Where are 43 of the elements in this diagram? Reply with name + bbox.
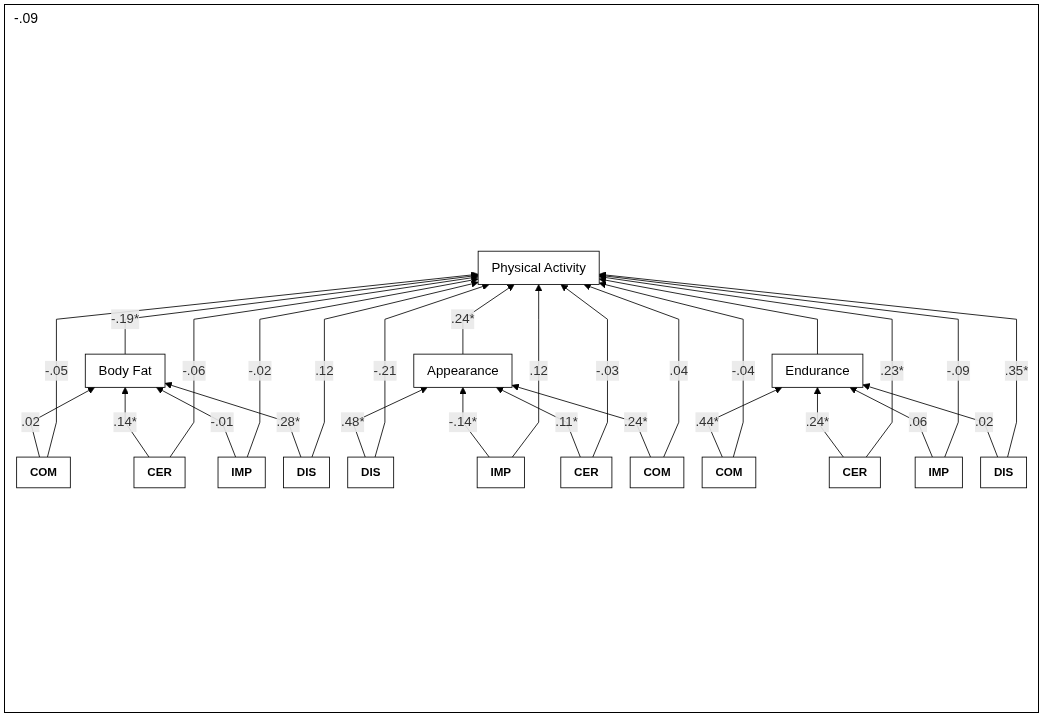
node-box: DIS [980, 456, 1027, 489]
node-box: DIS [347, 456, 395, 489]
edge-label: .28* [276, 414, 301, 429]
edge-label: -.09 [946, 363, 970, 378]
node-box: COM [16, 456, 71, 489]
edge-label: .44* [695, 414, 720, 429]
edge-label: -.01 [210, 414, 234, 429]
node-box: CER [560, 456, 613, 489]
edge-label: -.05 [44, 363, 68, 378]
node-box: IMP [914, 456, 963, 489]
node-box: DIS [283, 456, 330, 489]
edge-label: .06 [908, 414, 928, 429]
edge-label: .35* [1004, 363, 1029, 378]
node-box: IMP [476, 456, 525, 489]
node-box: Endurance [771, 353, 864, 388]
edge-label: -.03 [596, 363, 619, 378]
node-box: CER [133, 456, 186, 489]
edge-label: -.04 [731, 363, 755, 378]
edge-label: .04 [669, 363, 689, 378]
edge-label: .24* [624, 414, 648, 429]
node-box: COM [701, 456, 757, 489]
edge-label: -.19* [111, 311, 140, 326]
node-box: Appearance [413, 353, 513, 388]
edge-label: .12 [529, 363, 548, 378]
edge-label: .24* [451, 311, 475, 326]
node-box: CER [828, 456, 881, 489]
node-box: IMP [217, 456, 266, 489]
edge-label: -.21 [373, 363, 397, 378]
edge-label: .23* [880, 363, 904, 378]
edge-label: .11* [555, 414, 578, 429]
node-box: COM [629, 456, 685, 489]
edge-label: .02 [974, 414, 994, 429]
edge-label: .12 [315, 363, 334, 378]
node-box: Physical Activity [477, 250, 600, 285]
edge-label: .24* [805, 414, 830, 429]
edge-label: .48* [340, 414, 365, 429]
edge-label: .14* [113, 414, 137, 429]
edge-label: -.02 [248, 363, 272, 378]
edge-label: -.14* [448, 414, 477, 429]
edge-label: .02 [21, 414, 40, 429]
path-coefficient: -.09 [14, 10, 39, 26]
node-box: Body Fat [84, 353, 166, 388]
edge-label: -.06 [182, 363, 206, 378]
